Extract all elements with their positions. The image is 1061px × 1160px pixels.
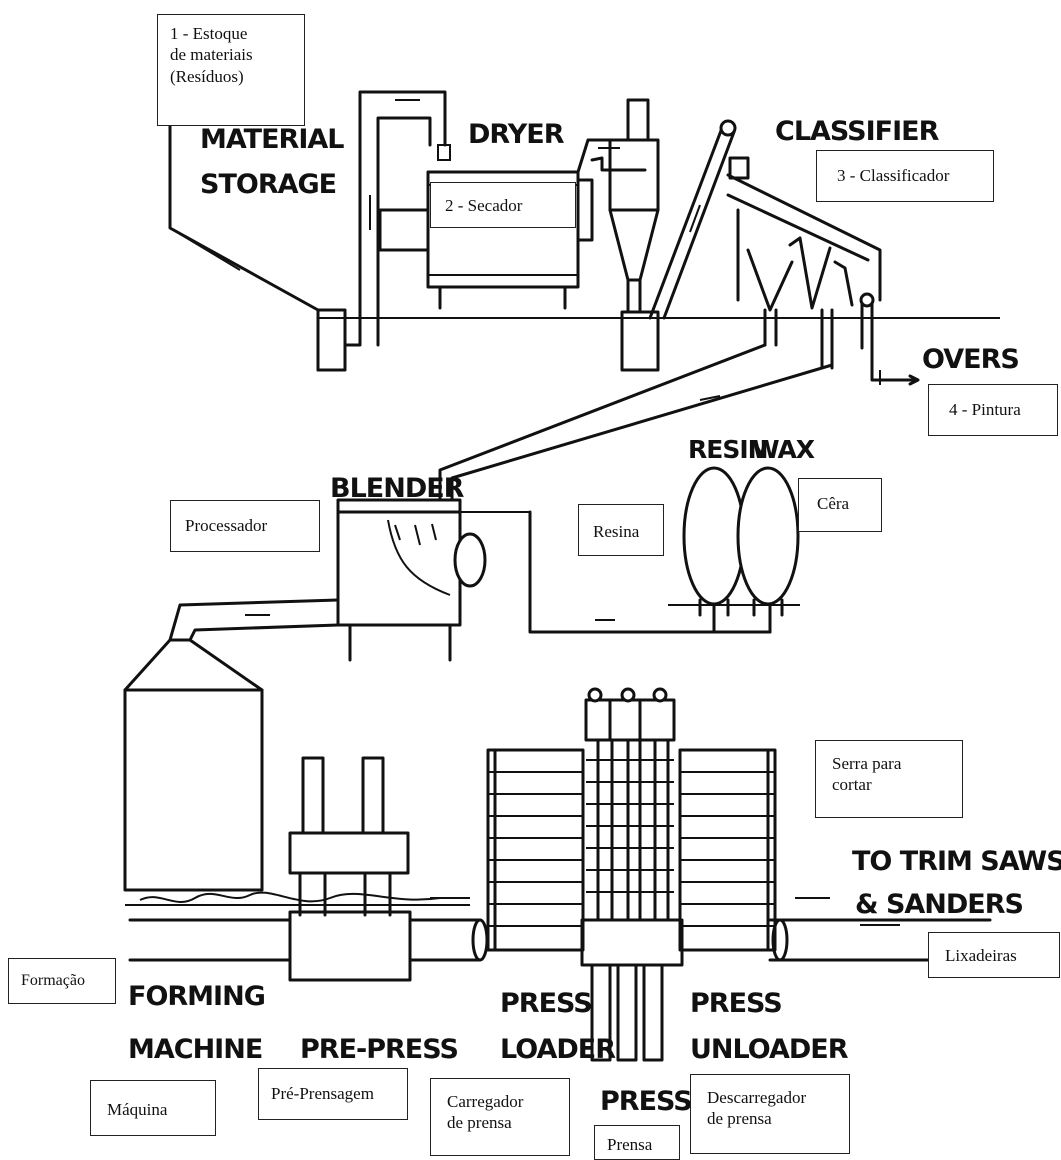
annotation-estoque-line1: 1 - Estoque [170,23,292,44]
annotation-processador: Processador [170,500,320,552]
label-dryer: DRYER [468,119,565,150]
label-press-unloader-2: UNLOADER [690,1034,849,1065]
annotation-descarregador: Descarregador de prensa [690,1074,850,1154]
annotation-classificador: 3 - Classificador [816,150,994,202]
annotation-pre-prensagem: Pré-Prensagem [258,1068,408,1120]
annotation-cera: Cêra [798,478,882,532]
blender-to-forming-duct [170,600,338,640]
label-forming: FORMING [128,981,265,1012]
label-blender: BLENDER [330,473,465,504]
annotation-serra: Serra para cortar [815,740,963,818]
annotation-prensa: Prensa [594,1125,680,1160]
label-overs: OVERS [922,344,1019,375]
annotation-formacao: Formação [8,958,116,1004]
label-classifier: CLASSIFIER [775,116,940,147]
label-sanders: & SANDERS [855,889,1023,920]
annotation-carregador-line2: de prensa [447,1112,553,1133]
label-press-loader-2: LOADER [500,1034,616,1065]
label-material: MATERIAL [200,124,344,155]
pre-press [290,758,410,980]
annotation-estoque-line2: de materiais [170,44,292,65]
label-press: PRESS [600,1086,692,1117]
label-press-unloader-1: PRESS [690,988,782,1019]
english-labels: MATERIAL STORAGE DRYER CLASSIFIER OVERS … [128,116,1061,1117]
inclined-conveyor [650,121,735,318]
annotation-carregador-line1: Carregador [447,1091,553,1112]
annotation-descarregador-line1: Descarregador [707,1087,833,1108]
annotation-resina: Resina [578,504,664,556]
label-machine: MACHINE [128,1034,262,1065]
label-storage: STORAGE [200,169,336,200]
annotation-descarregador-line2: de prensa [707,1108,833,1129]
annotation-maquina: Máquina [90,1080,216,1136]
press-loader [488,750,583,950]
cyclone [610,100,658,370]
annotation-estoque: 1 - Estoque de materiais (Resíduos) [157,14,305,126]
annotation-pintura: 4 - Pintura [928,384,1058,436]
blender [338,500,530,660]
annotation-estoque-line3: (Resíduos) [170,66,292,87]
annotation-serra-line1: Serra para [832,753,946,774]
annotation-serra-line2: cortar [832,774,946,795]
press-unloader [680,750,775,950]
label-to-trim-saws: TO TRIM SAWS [852,846,1061,877]
annotation-lixadeiras: Lixadeiras [928,932,1060,978]
label-pre-press: PRE-PRESS [300,1034,458,1065]
annotation-secador: 2 - Secador [430,182,576,228]
press [582,689,682,1060]
label-wax: WAX [752,435,815,464]
label-press-loader-1: PRESS [500,988,592,1019]
forming-machine [125,640,470,905]
resin-wax-tanks [530,468,800,632]
annotation-carregador: Carregador de prensa [430,1078,570,1156]
